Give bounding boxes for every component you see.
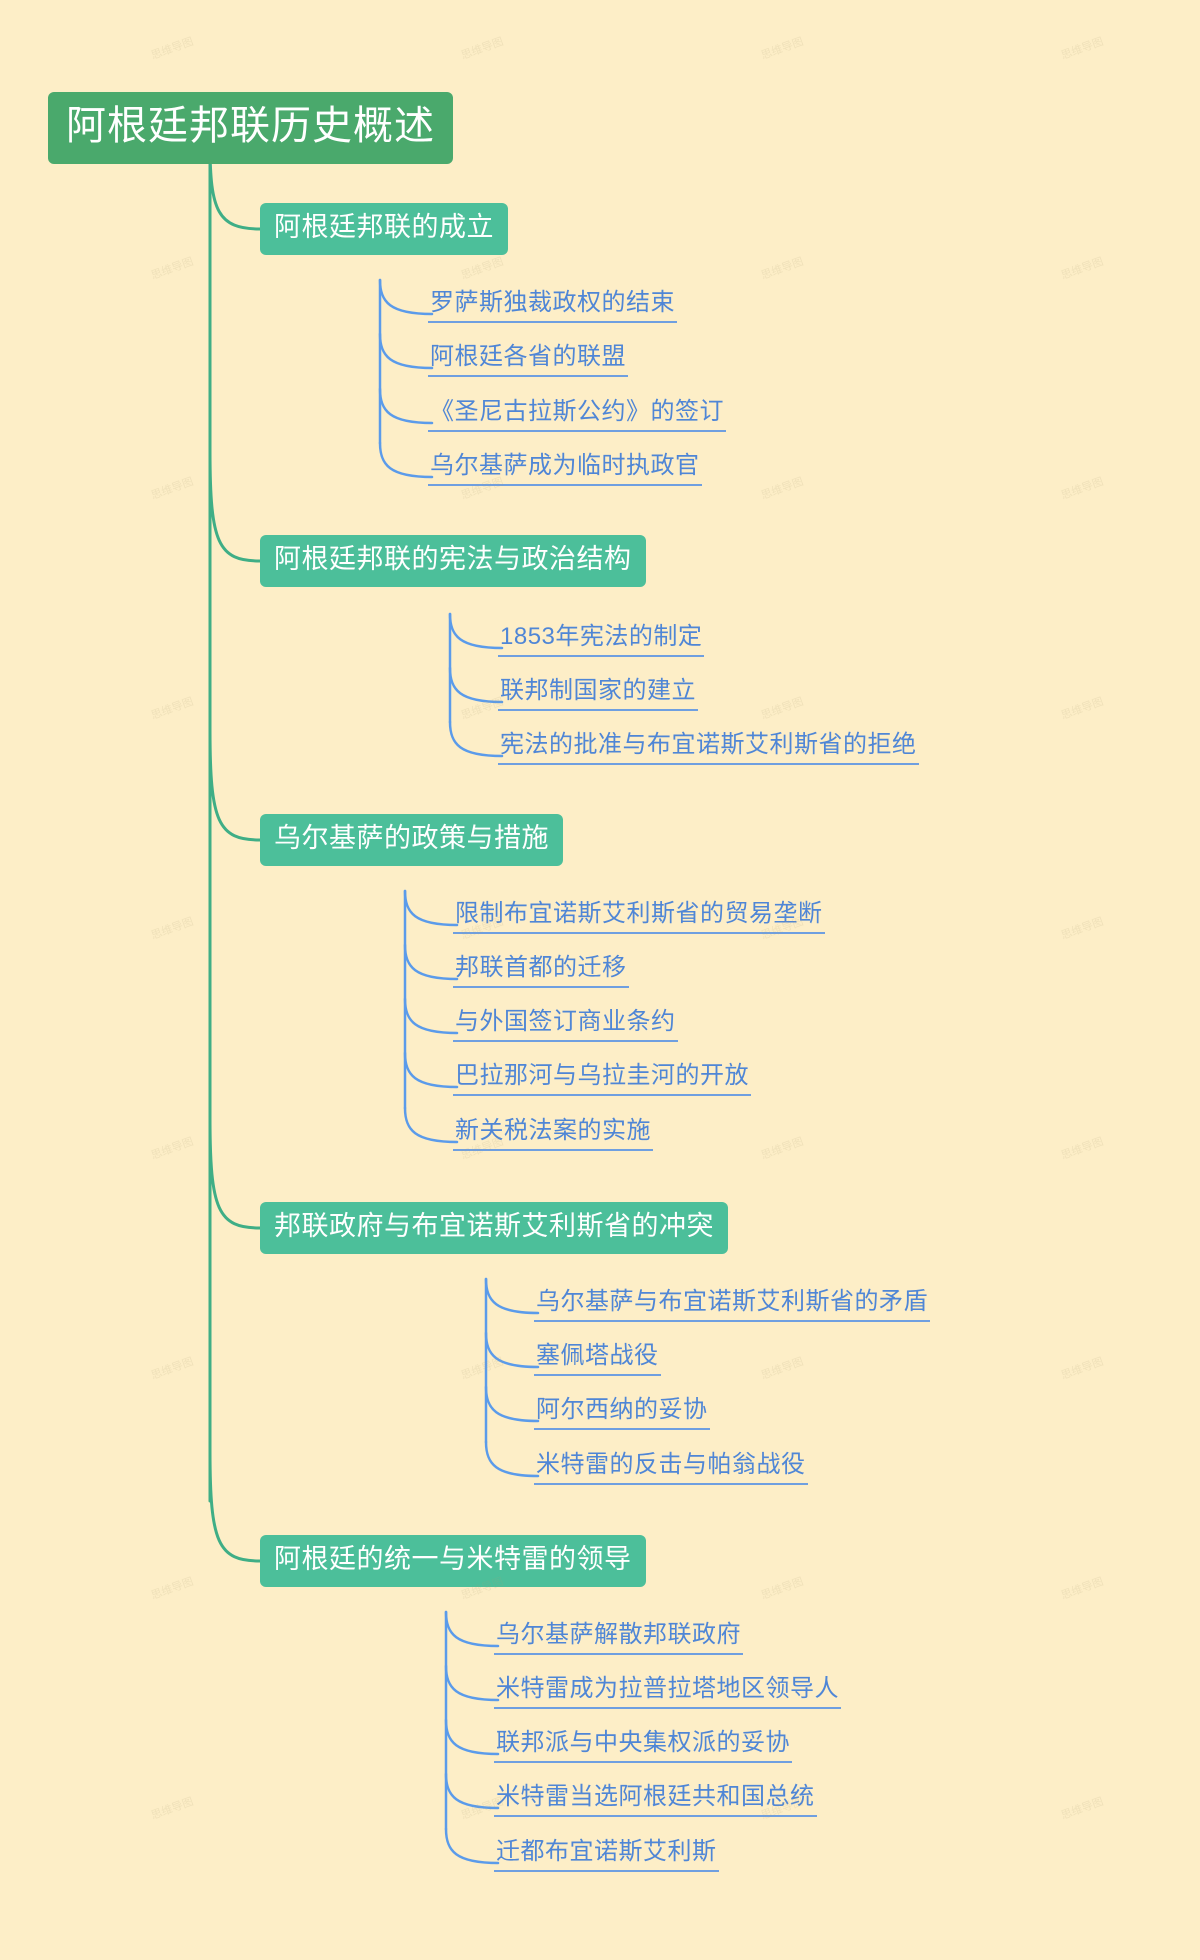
leaf-node-3-5[interactable]: 新关税法案的实施 bbox=[453, 1117, 653, 1151]
watermark-text: 思维导图 bbox=[459, 1355, 506, 1383]
leaf-node-5-3[interactable]: 联邦派与中央集权派的妥协 bbox=[494, 1729, 792, 1763]
watermark-text: 思维导图 bbox=[759, 695, 806, 723]
watermark-text: 思维导图 bbox=[149, 915, 196, 943]
leaf-node-5-1[interactable]: 乌尔基萨解散邦联政府 bbox=[494, 1621, 743, 1655]
watermark-text: 思维导图 bbox=[1059, 695, 1106, 723]
leaf-node-4-3[interactable]: 阿尔西纳的妥协 bbox=[534, 1396, 710, 1430]
branch-node-4[interactable]: 邦联政府与布宜诺斯艾利斯省的冲突 bbox=[260, 1202, 728, 1254]
leaf-node-4-4[interactable]: 米特雷的反击与帕翁战役 bbox=[534, 1451, 808, 1485]
leaf-node-5-4[interactable]: 米特雷当选阿根廷共和国总统 bbox=[494, 1783, 817, 1817]
watermark-text: 思维导图 bbox=[1059, 255, 1106, 283]
leaf-node-2-1[interactable]: 1853年宪法的制定 bbox=[498, 623, 705, 657]
watermark-text: 思维导图 bbox=[759, 475, 806, 503]
root-node: 阿根廷邦联历史概述 bbox=[48, 92, 453, 164]
leaf-node-1-4[interactable]: 乌尔基萨成为临时执政官 bbox=[428, 452, 702, 486]
watermark-text: 思维导图 bbox=[1059, 1135, 1106, 1163]
watermark-text: 思维导图 bbox=[149, 35, 196, 63]
branch-node-5[interactable]: 阿根廷的统一与米特雷的领导 bbox=[260, 1535, 646, 1587]
leaf-node-4-2[interactable]: 塞佩塔战役 bbox=[534, 1342, 661, 1376]
leaf-node-2-3[interactable]: 宪法的批准与布宜诺斯艾利斯省的拒绝 bbox=[498, 731, 919, 765]
leaf-node-1-2[interactable]: 阿根廷各省的联盟 bbox=[428, 343, 628, 377]
watermark-text: 思维导图 bbox=[759, 1135, 806, 1163]
watermark-text: 思维导图 bbox=[1059, 1575, 1106, 1603]
branch-node-2[interactable]: 阿根廷邦联的宪法与政治结构 bbox=[260, 535, 646, 587]
watermark-text: 思维导图 bbox=[759, 35, 806, 63]
watermark-text: 思维导图 bbox=[1059, 915, 1106, 943]
watermark-text: 思维导图 bbox=[1059, 475, 1106, 503]
watermark-text: 思维导图 bbox=[459, 35, 506, 63]
watermark-text: 思维导图 bbox=[759, 255, 806, 283]
branch-node-3[interactable]: 乌尔基萨的政策与措施 bbox=[260, 814, 563, 866]
watermark-text: 思维导图 bbox=[1059, 1355, 1106, 1383]
leaf-node-3-3[interactable]: 与外国签订商业条约 bbox=[453, 1008, 678, 1042]
leaf-node-1-3[interactable]: 《圣尼古拉斯公约》的签订 bbox=[428, 398, 726, 432]
watermark-text: 思维导图 bbox=[759, 1575, 806, 1603]
watermark-text: 思维导图 bbox=[149, 1355, 196, 1383]
leaf-node-5-2[interactable]: 米特雷成为拉普拉塔地区领导人 bbox=[494, 1675, 841, 1709]
watermark-text: 思维导图 bbox=[149, 1135, 196, 1163]
watermark-text: 思维导图 bbox=[149, 255, 196, 283]
leaf-node-3-4[interactable]: 巴拉那河与乌拉圭河的开放 bbox=[453, 1062, 751, 1096]
branch-node-1[interactable]: 阿根廷邦联的成立 bbox=[260, 203, 508, 255]
leaf-node-1-1[interactable]: 罗萨斯独裁政权的结束 bbox=[428, 289, 677, 323]
watermark-text: 思维导图 bbox=[459, 255, 506, 283]
watermark-text: 思维导图 bbox=[149, 475, 196, 503]
leaf-node-3-1[interactable]: 限制布宜诺斯艾利斯省的贸易垄断 bbox=[453, 900, 825, 934]
watermark-text: 思维导图 bbox=[1059, 1795, 1106, 1823]
watermark-text: 思维导图 bbox=[759, 1355, 806, 1383]
watermark-text: 思维导图 bbox=[149, 1795, 196, 1823]
watermark-text: 思维导图 bbox=[149, 1575, 196, 1603]
leaf-node-2-2[interactable]: 联邦制国家的建立 bbox=[498, 677, 698, 711]
watermark-text: 思维导图 bbox=[1059, 35, 1106, 63]
leaf-node-3-2[interactable]: 邦联首都的迁移 bbox=[453, 954, 629, 988]
watermark-text: 思维导图 bbox=[149, 695, 196, 723]
leaf-node-4-1[interactable]: 乌尔基萨与布宜诺斯艾利斯省的矛盾 bbox=[534, 1288, 930, 1322]
leaf-node-5-5[interactable]: 迁都布宜诺斯艾利斯 bbox=[494, 1838, 719, 1872]
